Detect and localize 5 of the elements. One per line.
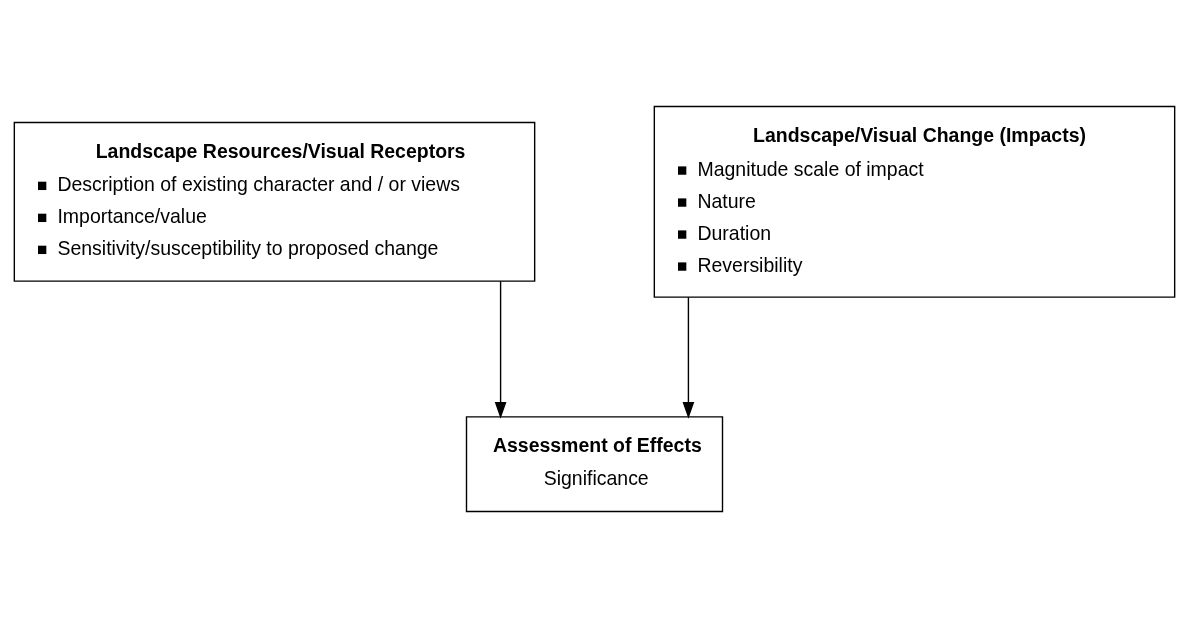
node-box: Landscape Resources/Visual Receptors Description of existing character and / or views Importance/value Sensitivity/susceptibility to proposed change <box>13 121 536 282</box>
arrow <box>682 296 695 419</box>
arrow <box>494 280 507 419</box>
node-box: Assessment of Effects Significance <box>465 415 724 512</box>
node-box: Landscape/Visual Change (Impacts) Magnitude scale of impact Nature Duration Reversibility <box>653 105 1176 298</box>
